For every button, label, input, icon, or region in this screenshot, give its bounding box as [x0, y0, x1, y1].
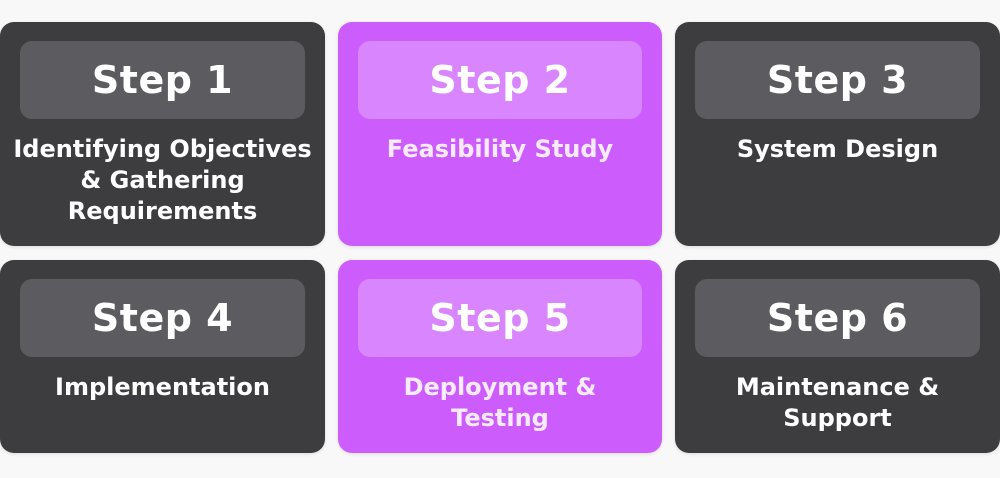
step-title: Step 2	[358, 41, 642, 119]
step-card-2: Step 2 Feasibility Study	[338, 22, 662, 246]
step-description: Maintenance & Support	[735, 373, 940, 432]
step-card-1: Step 1 Identifying Objectives & Gatherin…	[0, 22, 325, 246]
step-title: Step 1	[20, 41, 305, 119]
step-card-6: Step 6 Maintenance & Support	[675, 260, 1000, 453]
step-title: Step 4	[20, 279, 305, 357]
step-card-4: Step 4 Implementation	[0, 260, 325, 453]
step-description: Deployment & Testing	[403, 373, 597, 432]
step-description: Identifying Objectives & Gathering Requi…	[13, 135, 312, 225]
step-title: Step 3	[695, 41, 980, 119]
step-description: Implementation	[55, 373, 270, 401]
step-card-5: Step 5 Deployment & Testing	[338, 260, 662, 453]
step-card-3: Step 3 System Design	[675, 22, 1000, 246]
step-title: Step 5	[358, 279, 642, 357]
step-title: Step 6	[695, 279, 980, 357]
step-description: System Design	[736, 135, 939, 163]
step-description: Feasibility Study	[386, 135, 614, 163]
